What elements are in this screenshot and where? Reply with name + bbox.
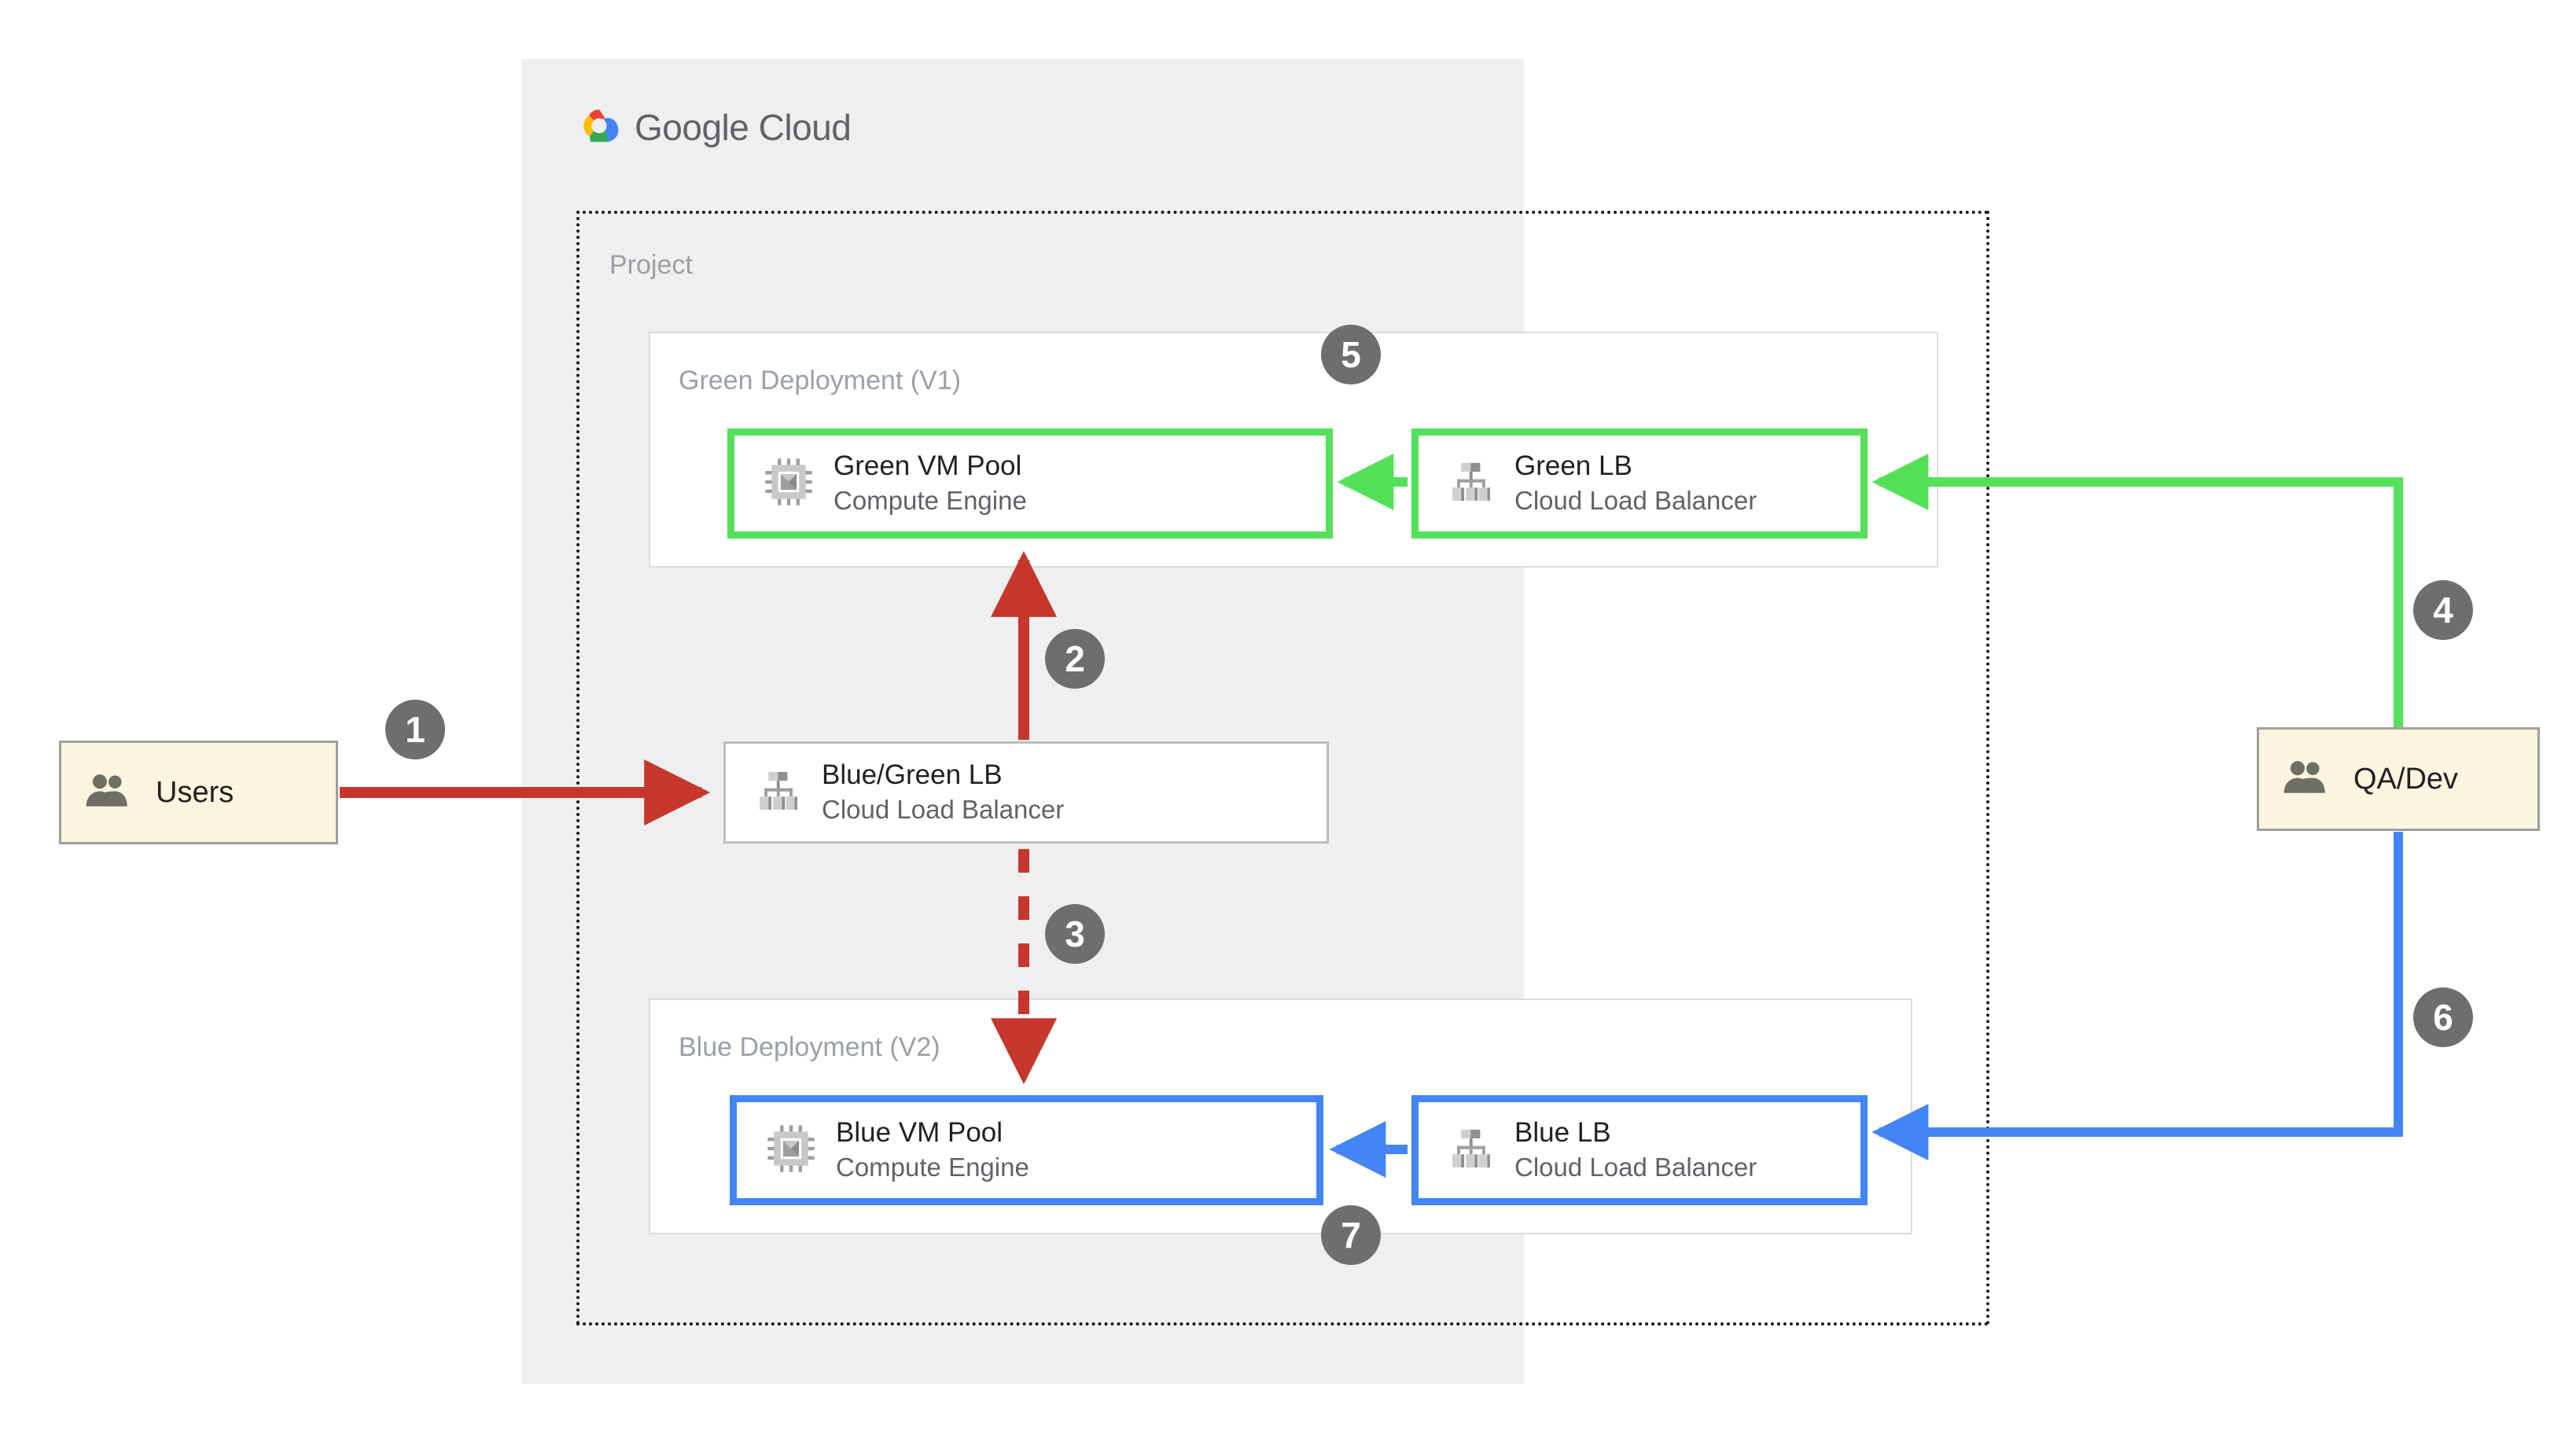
step-badge-4: 4 [2413, 580, 2473, 640]
step-badge-7: 7 [1321, 1205, 1381, 1265]
actor-label: Users [156, 775, 234, 809]
node-blue-vm-pool[interactable]: Blue VM Pool Compute Engine [730, 1095, 1323, 1205]
blue-deployment-label: Blue Deployment (V2) [679, 1032, 940, 1062]
node-blue-lb[interactable]: Blue LB Cloud Load Balancer [1411, 1095, 1868, 1205]
people-icon [83, 772, 132, 814]
step-badge-5: 5 [1321, 325, 1381, 384]
node-subtitle: Cloud Load Balancer [1514, 1153, 1757, 1182]
project-label: Project [609, 250, 693, 280]
google-cloud-wordmark: Google Cloud [635, 107, 852, 148]
node-title: Blue VM Pool [836, 1117, 1003, 1149]
node-title: Blue/Green LB [822, 759, 1003, 791]
node-title: Blue LB [1514, 1117, 1611, 1149]
step-badge-6: 6 [2413, 987, 2473, 1047]
cpu-chip-icon [767, 1124, 815, 1177]
step-badge-2: 2 [1045, 629, 1105, 689]
step-badge-3: 3 [1045, 904, 1105, 964]
load-balancer-icon [1448, 1126, 1494, 1175]
node-subtitle: Compute Engine [836, 1153, 1029, 1182]
people-icon [2281, 759, 2330, 800]
node-subtitle: Cloud Load Balancer [1514, 486, 1757, 516]
node-green-lb[interactable]: Green LB Cloud Load Balancer [1411, 428, 1868, 539]
actor-qa-dev[interactable]: QA/Dev [2257, 727, 2540, 831]
google-cloud-logo-icon [578, 108, 622, 148]
load-balancer-icon [1448, 459, 1494, 509]
node-title: Green VM Pool [834, 450, 1022, 482]
node-title: Green LB [1514, 450, 1632, 482]
node-subtitle: Cloud Load Balancer [822, 795, 1065, 825]
node-blue-green-lb[interactable]: Blue/Green LB Cloud Load Balancer [723, 741, 1329, 844]
cpu-chip-icon [764, 458, 813, 510]
actor-users[interactable]: Users [59, 741, 338, 844]
node-subtitle: Compute Engine [834, 486, 1027, 516]
green-deployment-label: Green Deployment (V1) [679, 366, 962, 395]
step-badge-1: 1 [385, 700, 445, 759]
project-boundary [576, 211, 1989, 1326]
node-green-vm-pool[interactable]: Green VM Pool Compute Engine [727, 428, 1333, 539]
google-cloud-brand: Google Cloud [578, 106, 852, 149]
load-balancer-icon [756, 768, 801, 818]
actor-label: QA/Dev [2353, 762, 2459, 796]
